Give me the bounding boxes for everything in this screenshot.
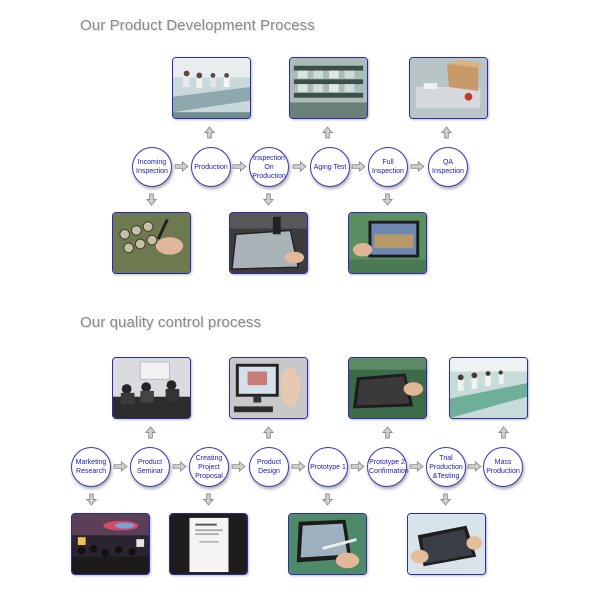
arrow-up-icon	[204, 126, 215, 139]
arrow-right-icon	[351, 161, 366, 172]
product-design-photo	[229, 357, 308, 419]
step-label: Product Design	[251, 458, 287, 476]
step-prototype-2-confirmation: Prototype 2 Confirmation	[367, 447, 407, 487]
arrow-down-icon	[382, 193, 393, 206]
arrow-right-icon	[113, 461, 128, 472]
arrow-right-icon	[409, 461, 424, 472]
arrow-down-icon	[263, 193, 274, 206]
step-creating-project-proposal: Creating Project Proposal	[189, 447, 229, 487]
arrow-down-icon	[203, 493, 214, 506]
arrow-right-icon	[292, 161, 307, 172]
arrow-up-icon	[498, 426, 509, 439]
arrow-right-icon	[291, 461, 306, 472]
step-marketing-research: Marketing Research	[71, 447, 111, 487]
arrow-right-icon	[231, 461, 246, 472]
project-proposal-document-photo	[169, 513, 248, 575]
step-label: Aging Test	[312, 163, 348, 172]
mass-production-photo	[449, 357, 528, 419]
step-label: Incoming Inspection	[134, 158, 170, 176]
step-inspection-on-production: Inspection On Production	[249, 147, 289, 187]
step-label: Mass Production	[485, 458, 521, 476]
step-label: QA Inspection	[430, 158, 466, 176]
step-prototype-1: Prototype 1	[308, 447, 348, 487]
step-qa-inspection: QA Inspection	[428, 147, 468, 187]
qa-inspection-photo	[409, 57, 488, 119]
step-label: Full Inspection	[370, 158, 406, 176]
step-label: Product Seminar	[132, 458, 168, 476]
arrow-up-icon	[263, 426, 274, 439]
arrow-up-icon	[322, 126, 333, 139]
product-seminar-photo	[112, 357, 191, 419]
step-label: Trial Production &Testing	[428, 454, 464, 481]
step-product-design: Product Design	[249, 447, 289, 487]
arrow-up-icon	[382, 426, 393, 439]
arrow-down-icon	[440, 493, 451, 506]
step-incoming-inspection: Incoming Inspection	[132, 147, 172, 187]
arrow-up-icon	[441, 126, 452, 139]
arrow-right-icon	[467, 461, 482, 472]
arrow-down-icon	[86, 493, 97, 506]
prototype-2-confirmation-photo	[348, 357, 427, 419]
step-trial-production-testing: Trial Production &Testing	[426, 447, 466, 487]
step-aging-test: Aging Test	[310, 147, 350, 187]
arrow-right-icon	[232, 161, 247, 172]
inspection-on-production-photo	[229, 212, 308, 274]
section-title-product-development: Our Product Development Process	[80, 17, 315, 34]
arrow-down-icon	[146, 193, 157, 206]
step-label: Prototype 1	[310, 463, 346, 472]
step-label: Production	[193, 163, 229, 172]
step-product-seminar: Product Seminar	[130, 447, 170, 487]
incoming-inspection-photo	[112, 212, 191, 274]
step-full-inspection: Full Inspection	[368, 147, 408, 187]
step-label: Inspection On Production	[251, 154, 287, 181]
section-title-quality-control: Our quality control process	[80, 314, 261, 331]
step-label: Prototype 2 Confirmation	[369, 458, 405, 476]
marketing-research-photo	[71, 513, 150, 575]
aging-test-rack-photo	[289, 57, 368, 119]
arrow-right-icon	[172, 461, 187, 472]
arrow-down-icon	[322, 493, 333, 506]
production-line-photo	[172, 57, 251, 119]
step-label: Marketing Research	[73, 458, 109, 476]
prototype-1-photo	[288, 513, 367, 575]
step-label: Creating Project Proposal	[191, 454, 227, 481]
arrow-up-icon	[145, 426, 156, 439]
step-mass-production: Mass Production	[483, 447, 523, 487]
arrow-right-icon	[174, 161, 189, 172]
arrow-right-icon	[350, 461, 365, 472]
full-inspection-photo	[348, 212, 427, 274]
step-production: Production	[191, 147, 231, 187]
trial-production-testing-photo	[407, 513, 486, 575]
arrow-right-icon	[410, 161, 425, 172]
